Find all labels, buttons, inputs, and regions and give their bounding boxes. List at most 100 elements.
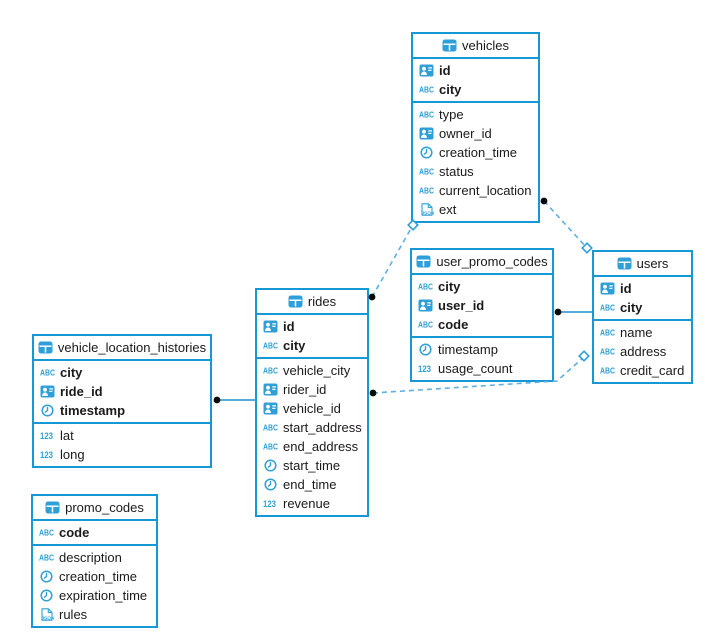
time-icon: [40, 404, 55, 417]
field-row-ext[interactable]: JSON ext: [413, 200, 538, 219]
text-icon: ABC: [263, 339, 278, 352]
field-name: end_time: [283, 477, 337, 492]
text-icon: ABC: [418, 318, 433, 331]
field-row-name[interactable]: ABC name: [594, 323, 691, 342]
field-name: address: [620, 344, 667, 359]
field-name: rider_id: [283, 382, 327, 397]
svg-text:ABC: ABC: [419, 168, 434, 177]
table-title: user_promo_codes: [436, 253, 548, 269]
table-icon: [442, 39, 457, 52]
table-header[interactable]: vehicles: [413, 34, 538, 59]
field-name: start_address: [283, 420, 362, 435]
svg-text:ABC: ABC: [418, 321, 433, 330]
table-header[interactable]: promo_codes: [33, 496, 156, 521]
field-row-id[interactable]: id: [594, 279, 691, 298]
field-row-rider_id[interactable]: rider_id: [257, 380, 367, 399]
table-header[interactable]: rides: [257, 290, 367, 315]
text-icon: ABC: [419, 184, 434, 197]
field-row-address[interactable]: ABC address: [594, 342, 691, 361]
field-row-vehicle_id[interactable]: vehicle_id: [257, 399, 367, 418]
text-icon: ABC: [419, 108, 434, 121]
field-row-creation_time[interactable]: creation_time: [33, 567, 156, 586]
field-name: start_time: [283, 458, 341, 473]
section-divider: [594, 319, 691, 321]
json-icon: JSON: [39, 608, 54, 621]
field-row-start_time[interactable]: start_time: [257, 456, 367, 475]
table-header[interactable]: users: [594, 252, 691, 277]
json-icon: JSON: [419, 203, 434, 216]
svg-text:123: 123: [40, 450, 53, 460]
field-name: end_address: [283, 439, 359, 454]
field-row-revenue[interactable]: 123 revenue: [257, 494, 367, 513]
text-icon: ABC: [600, 345, 615, 358]
table-icon: [45, 501, 60, 514]
field-row-user_id[interactable]: user_id: [412, 296, 552, 315]
field-name: revenue: [283, 496, 330, 511]
text-icon: ABC: [600, 326, 615, 339]
field-row-expiration_time[interactable]: expiration_time: [33, 586, 156, 605]
svg-text:ABC: ABC: [600, 367, 615, 376]
field-name: timestamp: [438, 342, 498, 357]
svg-text:ABC: ABC: [39, 529, 54, 538]
field-name: id: [283, 319, 295, 334]
field-name: ext: [439, 202, 457, 217]
time-icon: [39, 570, 54, 583]
text-icon: ABC: [40, 366, 55, 379]
svg-text:ABC: ABC: [39, 554, 54, 563]
table-icon: [416, 255, 431, 268]
table-title: vehicle_location_histories: [57, 339, 207, 355]
table-header[interactable]: user_promo_codes: [412, 250, 552, 275]
svg-text:JSON: JSON: [41, 616, 54, 621]
uuid-icon: [419, 64, 434, 77]
svg-text:JSON: JSON: [421, 211, 434, 216]
svg-text:ABC: ABC: [419, 187, 434, 196]
svg-text:ABC: ABC: [600, 304, 615, 313]
field-row-end_address[interactable]: ABC end_address: [257, 437, 367, 456]
table-header[interactable]: vehicle_location_histories: [34, 336, 210, 361]
svg-text:ABC: ABC: [263, 443, 278, 452]
number-icon: 123: [40, 448, 55, 461]
field-row-id[interactable]: id: [413, 61, 538, 80]
field-row-owner_id[interactable]: owner_id: [413, 124, 538, 143]
field-row-id[interactable]: id: [257, 317, 367, 336]
field-row-city[interactable]: ABC city: [34, 363, 210, 382]
field-row-end_time[interactable]: end_time: [257, 475, 367, 494]
svg-text:123: 123: [263, 499, 276, 509]
table-title: promo_codes: [65, 499, 144, 515]
field-row-ride_id[interactable]: ride_id: [34, 382, 210, 401]
field-row-timestamp[interactable]: timestamp: [412, 340, 552, 359]
field-name: city: [60, 365, 83, 380]
field-row-timestamp[interactable]: timestamp: [34, 401, 210, 420]
field-row-creation_time[interactable]: creation_time: [413, 143, 538, 162]
field-name: name: [620, 325, 653, 340]
field-name: vehicle_id: [283, 401, 341, 416]
time-icon: [263, 459, 278, 472]
